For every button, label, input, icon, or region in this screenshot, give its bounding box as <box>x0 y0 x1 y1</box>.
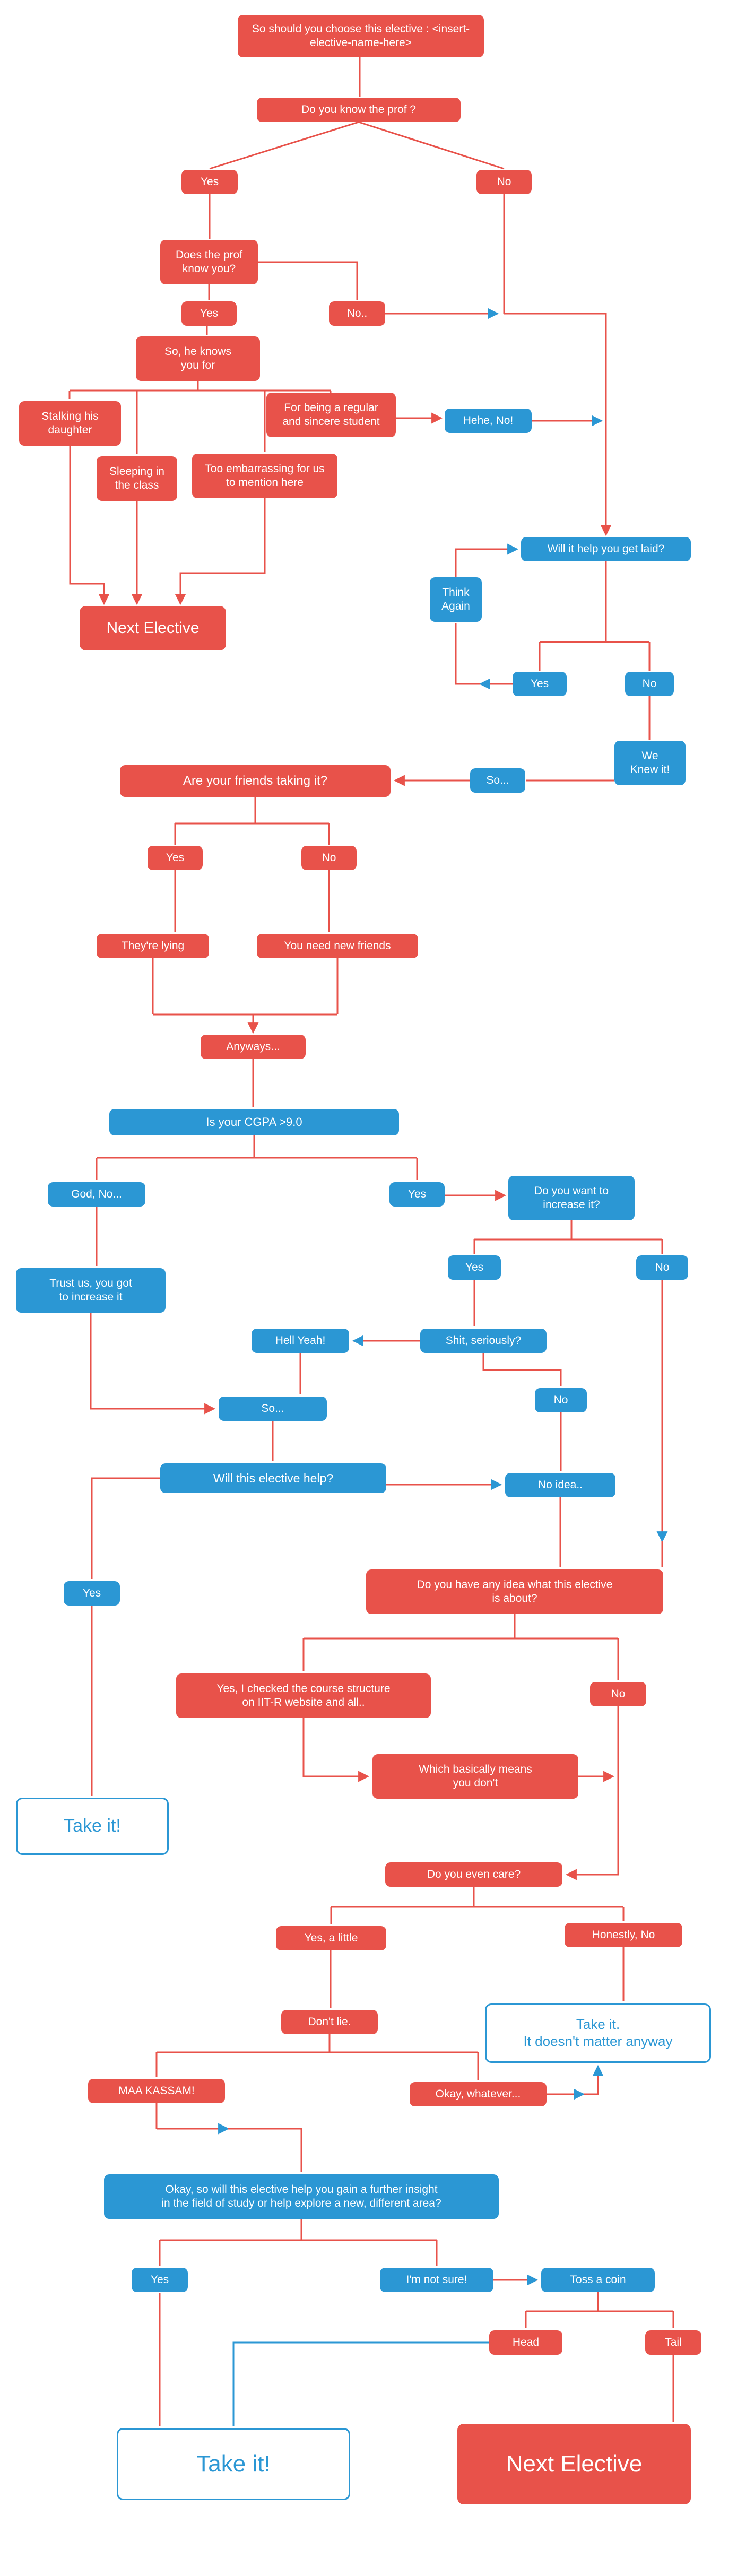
node-sleeping-in-class: Sleeping in the class <box>97 456 177 501</box>
node-take-it-mid: Take it! <box>16 1798 169 1855</box>
node-coin-head: Head <box>489 2330 562 2355</box>
node-knows-you-for: So, he knows you for <box>136 336 260 381</box>
node-increase-no: No <box>636 1255 688 1280</box>
node-dont-lie: Don't lie. <box>281 2010 378 2034</box>
node-so-2: So... <box>219 1397 327 1421</box>
node-take-it-final: Take it! <box>117 2428 350 2500</box>
node-cgpa-yes: Yes <box>389 1182 445 1207</box>
node-we-knew-it: We Knew it! <box>614 741 686 785</box>
node-take-it-doesnt-matter: Take it. It doesn't matter anyway <box>485 2003 711 2063</box>
node-im-not-sure: I'm not sure! <box>380 2268 493 2292</box>
node-okay-whatever: Okay, whatever... <box>410 2082 547 2106</box>
node-know-prof-yes: Yes <box>181 170 238 194</box>
node-think-again: Think Again <box>430 577 482 622</box>
node-friends-no: No <box>301 846 357 870</box>
node-insight-yes: Yes <box>132 2268 188 2292</box>
node-care-honestly-no: Honestly, No <box>565 1923 682 1947</box>
node-help-yes: Yes <box>64 1581 120 1606</box>
node-any-idea-no: No <box>590 1682 646 1706</box>
node-further-insight-question: Okay, so will this elective help you gai… <box>104 2174 499 2219</box>
node-friends-yes: Yes <box>148 846 203 870</box>
node-know-prof-question: Do you know the prof ? <box>257 98 461 122</box>
node-next-elective-final: Next Elective <box>457 2424 691 2504</box>
node-cgpa-question: Is your CGPA >9.0 <box>109 1109 399 1135</box>
node-trust-us-increase: Trust us, you got to increase it <box>16 1268 166 1313</box>
node-need-new-friends: You need new friends <box>257 934 418 958</box>
node-title-question: So should you choose this elective : <in… <box>238 15 484 57</box>
node-stalking-daughter: Stalking his daughter <box>19 401 121 446</box>
node-checked-course-structure: Yes, I checked the course structure on I… <box>176 1673 431 1718</box>
node-theyre-lying: They're lying <box>97 934 209 958</box>
node-next-elective-top: Next Elective <box>80 606 226 650</box>
node-anyways: Anyways... <box>201 1035 306 1059</box>
node-shit-seriously: Shit, seriously? <box>420 1329 547 1353</box>
node-seriously-no: No <box>535 1388 587 1412</box>
node-no-idea: No idea.. <box>505 1473 615 1497</box>
node-get-laid-no: No <box>625 672 674 696</box>
node-know-prof-no: No <box>476 170 532 194</box>
node-cgpa-god-no: God, No... <box>48 1182 145 1207</box>
node-too-embarrassing: Too embarrassing for us to mention here <box>192 454 337 498</box>
node-so-1: So... <box>470 768 525 793</box>
node-friends-taking-question: Are your friends taking it? <box>120 765 391 797</box>
node-maa-kassam: MAA KASSAM! <box>88 2079 225 2103</box>
node-prof-know-you-question: Does the prof know you? <box>160 240 258 284</box>
node-get-laid-yes: Yes <box>513 672 567 696</box>
node-do-you-even-care-question: Do you even care? <box>385 1862 562 1887</box>
node-increase-question: Do you want to increase it? <box>508 1176 635 1220</box>
node-increase-yes: Yes <box>448 1255 501 1280</box>
node-hell-yeah: Hell Yeah! <box>252 1329 349 1353</box>
node-coin-tail: Tail <box>645 2330 701 2355</box>
node-hehe-no: Hehe, No! <box>445 409 532 433</box>
node-toss-a-coin: Toss a coin <box>541 2268 655 2292</box>
node-basically-means-you-dont: Which basically means you don't <box>372 1754 578 1799</box>
node-regular-sincere-student: For being a regular and sincere student <box>266 393 396 437</box>
node-prof-know-you-yes: Yes <box>181 301 237 326</box>
node-will-elective-help-question: Will this elective help? <box>160 1463 386 1493</box>
node-any-idea-question: Do you have any idea what this elective … <box>366 1569 663 1614</box>
node-care-yes-a-little: Yes, a little <box>276 1926 386 1950</box>
node-get-laid-question: Will it help you get laid? <box>521 537 691 561</box>
node-prof-know-you-no: No.. <box>329 301 385 326</box>
